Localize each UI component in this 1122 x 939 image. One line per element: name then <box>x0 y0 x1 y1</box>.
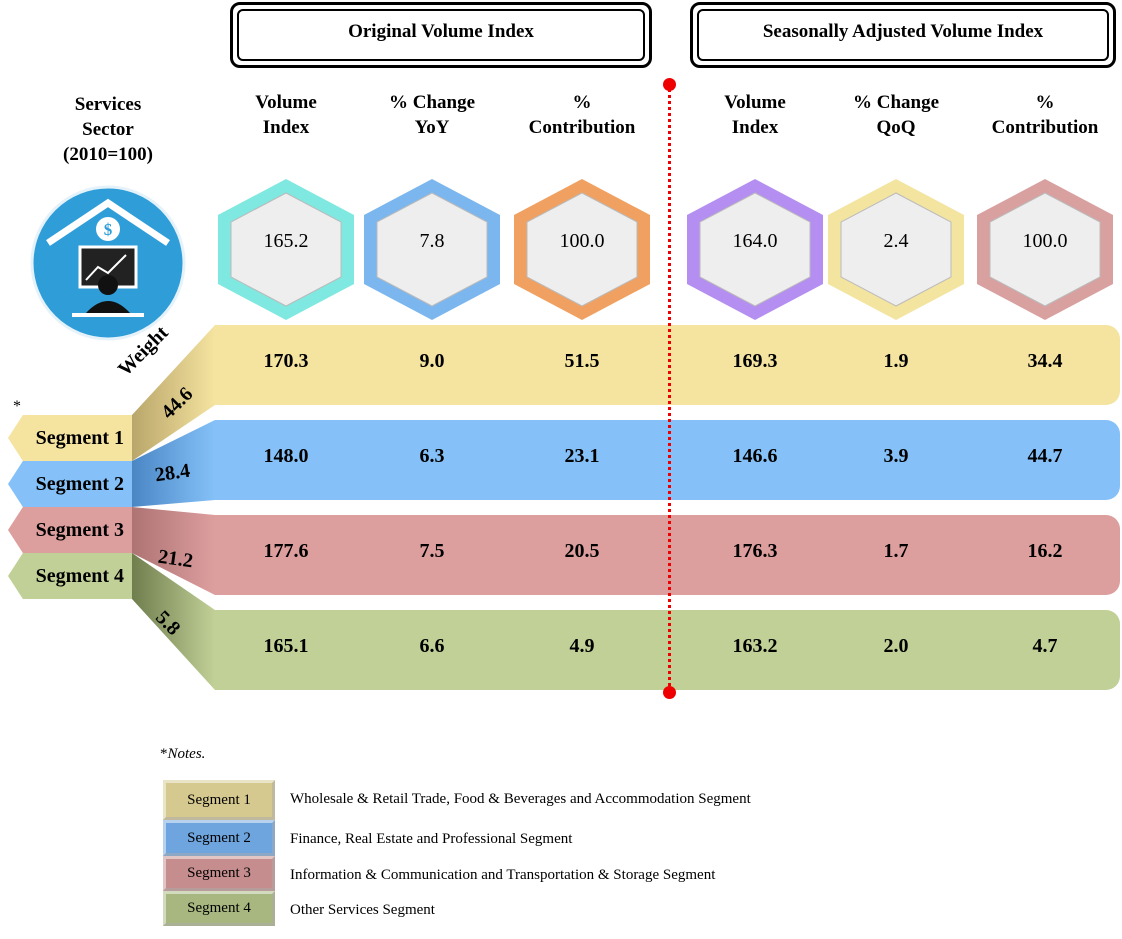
segment-value: 44.7 <box>1027 445 1063 467</box>
column-header-line1: % Change <box>852 92 940 113</box>
segment-value: 4.9 <box>569 635 595 657</box>
column-header-line1: % Change <box>388 92 476 113</box>
column-header: % Contribution <box>507 90 657 140</box>
segment-row <box>215 515 1120 595</box>
segment-value: 3.9 <box>883 445 909 467</box>
legend-text: Wholesale & Retail Trade, Food & Beverag… <box>290 791 751 807</box>
asterisk: * <box>13 398 21 415</box>
divider-dot-bottom <box>663 686 676 699</box>
segment-value: 176.3 <box>732 540 778 562</box>
segment-value: 4.7 <box>1032 635 1058 657</box>
segment-row <box>215 610 1120 690</box>
column-header-line2: YoY <box>414 117 450 138</box>
column-header: % Contribution <box>970 90 1120 140</box>
segment-value: 6.6 <box>419 635 445 657</box>
column-header-line2: Contribution <box>528 117 636 138</box>
total-hexagon <box>687 179 823 320</box>
column-header-line1: Volume <box>255 92 317 113</box>
segment-value: 34.4 <box>1027 350 1063 372</box>
column-header-line2: QoQ <box>876 117 916 138</box>
legend-swatch: Segment 1 <box>163 780 275 820</box>
segment-value: 165.1 <box>263 635 309 657</box>
divider-line <box>668 84 671 692</box>
segment-weight: 21.2 <box>156 545 195 573</box>
sector-label-line: (2010=100) <box>63 144 153 165</box>
total-value: 100.0 <box>1022 230 1068 252</box>
segment-weight: 28.4 <box>153 459 192 487</box>
weight-connector <box>132 325 215 461</box>
original-volume-header: Original Volume Index <box>230 2 652 68</box>
segment-value: 1.9 <box>883 350 909 372</box>
services-sector-icon: $ <box>30 185 186 341</box>
segment-row <box>215 420 1120 500</box>
divider-dot-top <box>663 78 676 91</box>
sector-label: Services Sector (2010=100) <box>33 92 183 167</box>
segment-value: 2.0 <box>883 635 909 657</box>
segment-value: 169.3 <box>732 350 778 372</box>
total-hexagon <box>218 179 354 320</box>
legend-text: Information & Communication and Transpor… <box>290 867 716 883</box>
notes-title: *Notes. <box>160 746 205 763</box>
segment-value: 16.2 <box>1027 540 1063 562</box>
column-header-line2: Contribution <box>991 117 1099 138</box>
legend-text: Finance, Real Estate and Professional Se… <box>290 831 573 847</box>
weight-connector <box>132 420 215 507</box>
column-header-line1: % <box>572 92 592 113</box>
weight-connector <box>132 553 215 690</box>
segment-value: 170.3 <box>263 350 309 372</box>
segment-value: 177.6 <box>263 540 309 562</box>
seasonal-volume-header: Seasonally Adjusted Volume Index <box>690 2 1116 68</box>
segment-value: 163.2 <box>732 635 778 657</box>
column-header-line1: Volume <box>724 92 786 113</box>
notes-title-text: Notes. <box>167 746 206 762</box>
column-header-line1: % <box>1035 92 1055 113</box>
segment-value: 7.5 <box>419 540 445 562</box>
total-hexagon <box>977 179 1113 320</box>
segment-label: Segment 1 <box>8 415 132 461</box>
legend-text: Other Services Segment <box>290 902 435 918</box>
segment-value: 51.5 <box>564 350 600 372</box>
segment-value: 148.0 <box>263 445 309 467</box>
legend-swatch: Segment 3 <box>163 856 275 891</box>
total-hexagon <box>514 179 650 320</box>
total-value: 100.0 <box>559 230 605 252</box>
segment-row <box>215 325 1120 405</box>
total-value: 164.0 <box>732 230 778 252</box>
total-hexagon <box>828 179 964 320</box>
legend-swatch: Segment 2 <box>163 820 275 856</box>
segment-value: 146.6 <box>732 445 778 467</box>
svg-text:$: $ <box>104 220 113 239</box>
segment-label: Segment 3 <box>8 507 132 553</box>
total-value: 2.4 <box>883 230 909 252</box>
sector-label-line: Sector <box>82 119 134 140</box>
segment-value: 1.7 <box>883 540 909 562</box>
weight-connectors <box>132 325 215 690</box>
total-hexagon <box>364 179 500 320</box>
segment-value: 20.5 <box>564 540 600 562</box>
column-header-line2: Index <box>731 117 779 138</box>
total-value: 165.2 <box>263 230 309 252</box>
weight-connector <box>132 507 215 595</box>
segment-value: 6.3 <box>419 445 445 467</box>
segment-value: 23.1 <box>564 445 600 467</box>
sector-label-line: Services <box>74 94 142 115</box>
legend-swatch: Segment 4 <box>163 891 275 926</box>
segment-value: 9.0 <box>419 350 445 372</box>
segment-label: Segment 2 <box>8 461 132 507</box>
notes-star: * <box>160 746 168 762</box>
column-header-line2: Index <box>262 117 310 138</box>
segment-label: Segment 4 <box>8 553 132 599</box>
total-value: 7.8 <box>419 230 445 252</box>
